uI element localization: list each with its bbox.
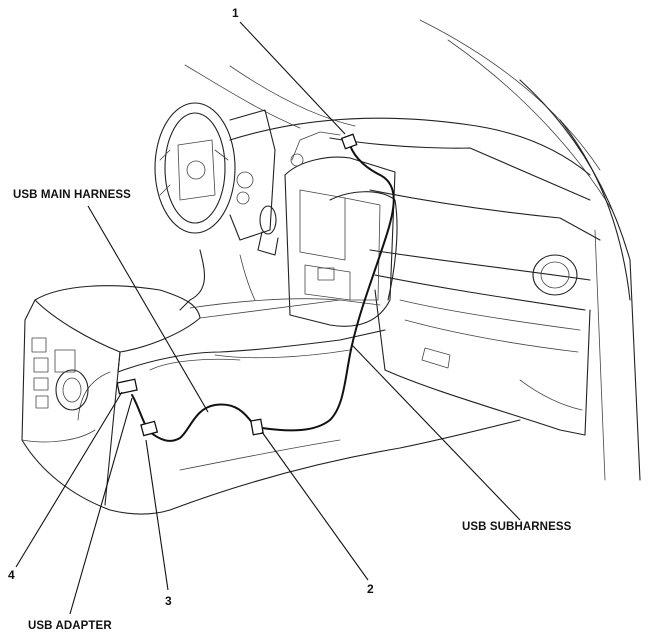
leader-4 [15,391,123,568]
label-usb-subharness: USB SUBHARNESS [462,521,572,533]
callout-3: 3 [165,594,172,608]
callout-4: 4 [8,568,15,582]
dashboard [229,117,601,436]
lower-dash [179,249,256,311]
leader-1 [239,21,346,135]
usb-main-harness-wire [149,403,257,442]
connector-3 [140,420,159,437]
usb-harness-wires [131,144,395,442]
leader-3 [145,439,169,591]
callout-1: 1 [232,6,239,20]
usb-subharness-wire [261,144,395,432]
center-console [21,285,521,515]
leader-lines [15,21,521,615]
center-stack [284,131,398,327]
label-usb-adapter: USB ADAPTER [28,620,112,632]
leader-usb-adapter [69,397,133,615]
usb-adapter-connector-4 [116,378,138,395]
windshield-outline [184,19,641,481]
steering-wheel [154,102,279,256]
connector-1 [340,133,358,150]
leader-subharness [351,344,521,521]
connectors [116,133,358,437]
label-usb-main-harness: USB MAIN HARNESS [13,189,131,201]
leader-main-harness [87,205,209,413]
leader-2 [261,431,369,581]
callout-2: 2 [367,582,374,596]
connector-2 [250,418,264,436]
